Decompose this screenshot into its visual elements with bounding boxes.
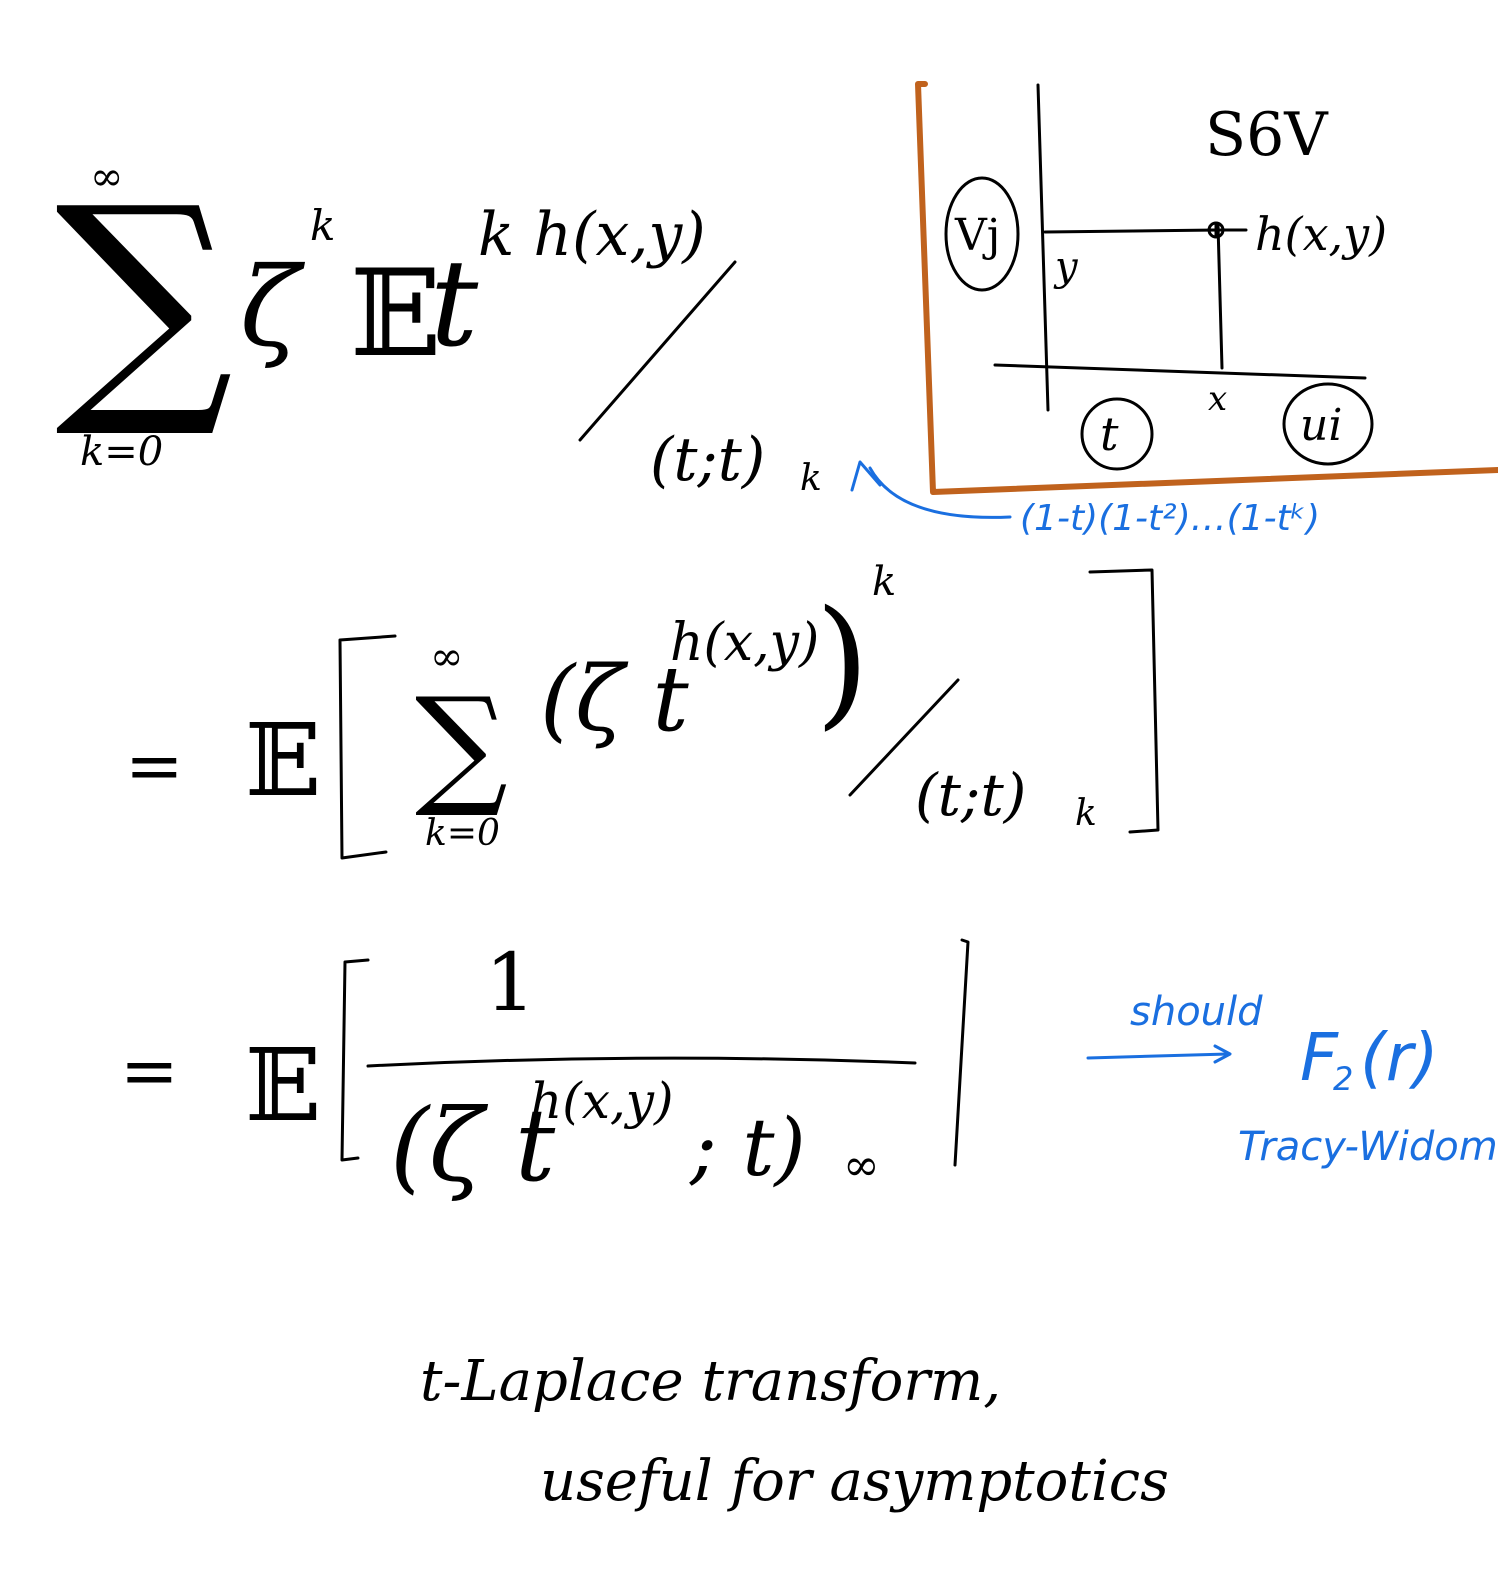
f2-arg: (r) — [1360, 1019, 1439, 1096]
eq3-denom-sub: ∞ — [843, 1140, 880, 1191]
eq2-denominator-sub: k — [1075, 793, 1097, 834]
height-label: h(x,y) — [1255, 207, 1387, 261]
t-circle — [1080, 397, 1154, 471]
should-arrow-head — [1213, 1044, 1232, 1064]
horizontal-axis — [993, 363, 1367, 380]
eq1-expectation: 𝔼 — [350, 245, 441, 384]
should-label: should — [1130, 989, 1263, 1035]
eq1-sum-upper: ∞ — [90, 154, 123, 200]
arrow-head — [850, 460, 882, 492]
s6v-title: S6V — [1205, 100, 1329, 170]
u-circle — [1282, 382, 1374, 466]
caption-line-1: t-Laplace transform, — [420, 1349, 1001, 1414]
s6v-diagram: S6V h(x,y) y x Vj t ui — [915, 81, 1498, 495]
u-label: ui — [1300, 400, 1342, 451]
caption-line-2: useful for asymptotics — [540, 1449, 1169, 1514]
eq2-inner-exponent: h(x,y) — [670, 613, 819, 673]
eq3-fraction-bar — [366, 1056, 917, 1068]
x-level-line — [1216, 223, 1224, 370]
eq1-t-exponent: k h(x,y) — [478, 200, 706, 270]
eq2-sum-upper: ∞ — [430, 634, 463, 680]
f2-sub: 2 — [1333, 1060, 1353, 1098]
eq3-numerator: 1 — [485, 936, 536, 1029]
eq2-expectation: 𝔼 — [245, 702, 321, 819]
eq2-right-bracket — [1088, 568, 1160, 834]
y-label: y — [1053, 244, 1079, 290]
vertical-axis — [1036, 83, 1050, 412]
eq1-fraction-slash — [578, 260, 737, 442]
equation-2: = 𝔼 ∞ ∑ k=0 (ζ t h(x,y) ) k (t;t) k — [125, 559, 1160, 860]
eq2-equals: = — [125, 725, 184, 807]
eq3-denom-exponent: h(x,y) — [530, 1072, 674, 1130]
v-circle — [944, 176, 1020, 292]
f2-label: F — [1300, 1019, 1339, 1096]
eq2-left-bracket — [338, 634, 397, 860]
eq2-inner: (ζ t — [540, 647, 690, 752]
eq1-zeta-power: k — [310, 201, 335, 250]
expansion-note: (1-t)(1-t²)…(1-tᵏ) — [850, 460, 1320, 539]
eq2-sum-lower: k=0 — [425, 813, 500, 854]
eq2-close-paren: ) — [815, 581, 870, 744]
tracy-widom-label: Tracy-Widom — [1238, 1124, 1498, 1170]
eq3-denom-right: ; t) — [689, 1101, 806, 1194]
eq3-left-bracket — [340, 958, 370, 1162]
should-arrow — [1086, 1052, 1230, 1060]
eq3-equals: = — [120, 1030, 179, 1112]
equation-3: = 𝔼 1 (ζ t h(x,y) ; t) ∞ — [120, 936, 970, 1204]
eq1-t: t — [430, 235, 479, 374]
eq2-outer-power: k — [872, 559, 896, 605]
eq3-denom-left: (ζ t — [390, 1087, 556, 1204]
eq1-sum-lower: k=0 — [80, 429, 163, 475]
eq1-zeta: ζ — [240, 243, 306, 371]
limit-note: should F 2 (r) Tracy-Widom — [1086, 989, 1498, 1170]
eq1-denominator: (t;t) — [650, 425, 765, 495]
expansion-text: (1-t)(1-t²)…(1-tᵏ) — [1020, 498, 1320, 539]
eq3-expectation: 𝔼 — [245, 1027, 321, 1144]
eq2-fraction-slash — [848, 678, 960, 797]
caption: t-Laplace transform, useful for asymptot… — [420, 1349, 1169, 1514]
x-label: x — [1208, 379, 1227, 419]
v-label: Vj — [954, 210, 1000, 261]
eq2-denominator: (t;t) — [915, 761, 1026, 829]
y-level-line — [1043, 228, 1220, 234]
t-label: t — [1100, 407, 1119, 461]
eq2-sum-symbol: ∑ — [415, 669, 508, 821]
eq1-sum-symbol: ∑ — [55, 153, 233, 444]
arrow-to-denominator — [868, 466, 1012, 519]
s6v-frame — [915, 81, 1498, 495]
equation-1: ∞ ∑ k=0 ζ k 𝔼 t k h(x,y) (t;t) k — [55, 153, 822, 499]
eq3-right-bracket — [953, 938, 970, 1167]
eq1-denominator-sub: k — [800, 458, 822, 499]
